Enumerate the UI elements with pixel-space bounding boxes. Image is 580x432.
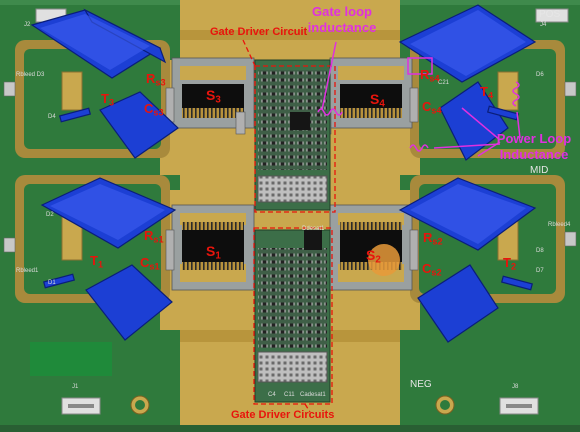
gate-driver-board-bottom (254, 229, 331, 403)
d8-label: D8 (536, 248, 544, 254)
switch-s4: S4 (370, 91, 385, 110)
j1-label: J1 (72, 384, 79, 390)
rbleed3-label: Rbleed D3 (16, 72, 45, 78)
j2-label: J2 (24, 22, 31, 28)
capacitor-cs4: Cs4 (422, 99, 442, 116)
power-loop-inductance-label: Power Loop Inductance (496, 131, 572, 162)
rbleed4-label: Rbleed4 (548, 222, 571, 228)
d7-label: D7 (536, 268, 544, 274)
capacitor-cs1: Cs1 (140, 255, 160, 272)
gate-driver-circuits-label: Gate Driver Circuits (231, 409, 335, 421)
ddesat-label: Ddesat1 (302, 226, 325, 232)
resistor-rs1: Rs1 (144, 228, 164, 245)
c21-label: C21 (438, 80, 450, 86)
d4-label: D4 (48, 114, 56, 120)
d1-label: D1 (48, 280, 56, 286)
j4-label: J4 (540, 22, 547, 28)
gate-driver-regions (242, 39, 336, 413)
pos-label: POS (539, 9, 561, 20)
hot-spot (368, 244, 400, 276)
transformer-t3: T3 (101, 91, 115, 108)
transformer-t4: T4 (480, 84, 494, 101)
resistor-rs3: Rs3 (146, 71, 166, 88)
resistor-rs4: Rs4 (420, 67, 440, 84)
d2-label: D2 (46, 212, 54, 218)
capacitor-cs2: Cs2 (422, 261, 442, 278)
cadesat-label: Cadesat1 (300, 392, 326, 398)
gate-driver-board-top (254, 59, 331, 211)
bottom-connectors (61, 397, 539, 415)
green-pad (30, 342, 112, 376)
rbleed1-label: Rbleed1 (16, 268, 39, 274)
d6-label: D6 (536, 72, 544, 78)
mid-label: MID (530, 165, 549, 176)
transformer-t1: T1 (90, 253, 104, 270)
switch-s3: S3 (206, 87, 221, 106)
capacitor-cs3: Cs3 (144, 101, 164, 118)
j8-label: J8 (512, 384, 519, 390)
c4-label: C4 (268, 392, 276, 398)
resistor-rs2: Rs2 (423, 230, 443, 247)
gate-loop-inductance-label: Gate loop inductance (307, 4, 377, 35)
neg-label: NEG (410, 379, 432, 390)
mounting-holes (130, 395, 455, 415)
gate-driver-circuit-label: Gate Driver Circuit (210, 26, 308, 38)
switch-s1: S1 (206, 243, 221, 262)
c11-label: C11 (284, 392, 295, 398)
power-loop-indicators (409, 81, 521, 157)
transformer-t2: T2 (503, 255, 517, 272)
switch-s2: S2 (366, 247, 381, 266)
gate-loop-indicators (317, 41, 433, 116)
